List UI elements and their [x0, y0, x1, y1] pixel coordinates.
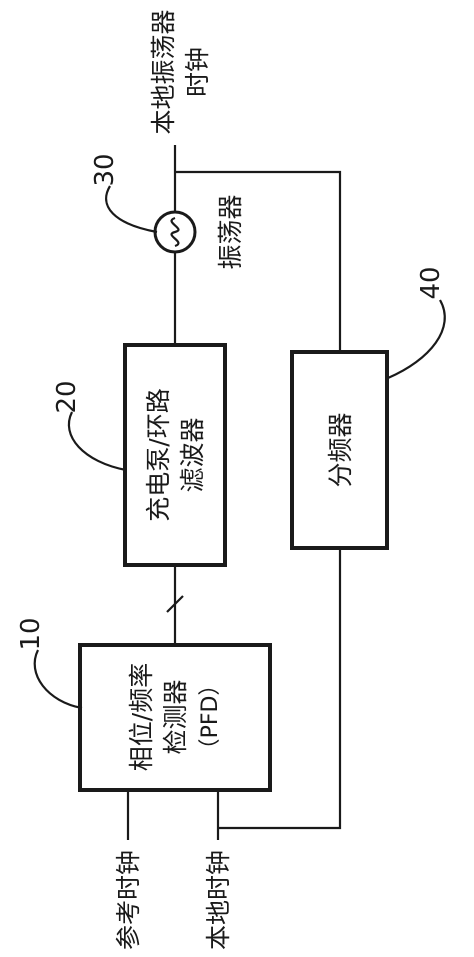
leader-30: [105, 185, 158, 234]
pfd-label-line-1: 相位/频率: [127, 663, 156, 771]
reference-leaders: [33, 185, 446, 710]
charge-pump-block: [123, 343, 227, 567]
wire-divider-to-local-clock: [218, 548, 342, 830]
local-oscillator-clock-label-line-2: 时钟: [183, 47, 212, 97]
charge-pump-label-line-2: 滤波器: [178, 417, 207, 492]
reference-clock-label: 参考时钟: [114, 850, 143, 950]
ref-number-40: 40: [416, 266, 446, 299]
ref-number-20: 20: [52, 380, 82, 413]
leader-40: [387, 299, 446, 380]
oscillator-symbol: [153, 210, 197, 254]
bus-slash-mark: [166, 595, 184, 613]
divider-block: [290, 350, 389, 550]
leader-10: [33, 649, 83, 710]
local-oscillator-clock-label-line-1: 本地振荡器: [149, 9, 178, 134]
wire-feedback-to-divider: [175, 170, 342, 352]
divider-label: 分频器: [326, 412, 355, 487]
pfd-label-line-2: 检测器: [161, 679, 190, 754]
leader-20: [67, 411, 127, 472]
ref-number-10: 10: [16, 617, 46, 650]
local-clock-label: 本地时钟: [204, 850, 233, 950]
signal-wires: [126, 145, 342, 840]
ref-number-30: 30: [90, 153, 120, 186]
sine-wave-icon: [170, 216, 180, 248]
oscillator-label: 振荡器: [216, 194, 245, 269]
pfd-label-line-3: （PFD）: [198, 674, 223, 761]
pfd-block: [78, 643, 272, 792]
charge-pump-label-line-1: 充电泵/环路: [144, 388, 173, 521]
